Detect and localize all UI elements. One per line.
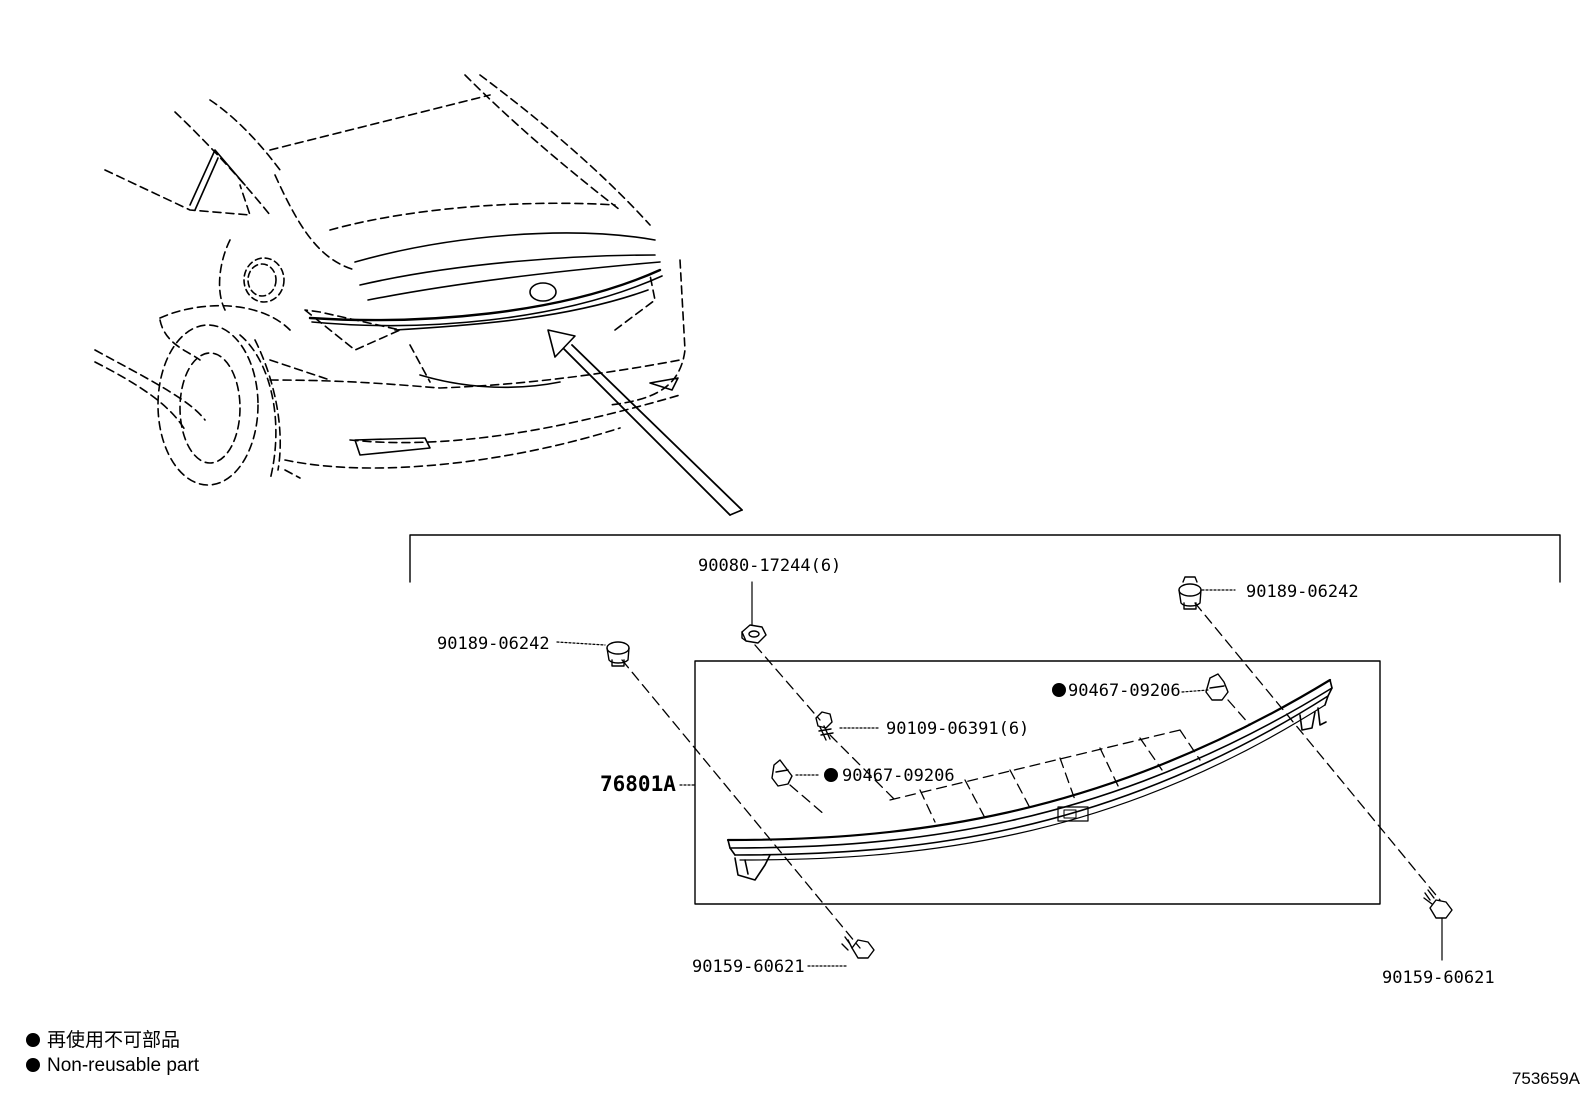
callout-clip-left: 90189-06242	[437, 634, 550, 654]
callout-clip-upper-right: 90189-06242	[1246, 582, 1359, 602]
callout-garnish-76801A: 76801A	[600, 772, 676, 796]
screw-right-icon	[1423, 889, 1453, 919]
legend-dot-icon	[26, 1033, 40, 1047]
callout-screw-right: 90159-60621	[1382, 968, 1495, 988]
non-reusable-dot-lower	[824, 768, 838, 782]
legend-dot-icon	[26, 1058, 40, 1072]
clip-left-icon	[606, 641, 630, 667]
retainer-lower-icon	[771, 759, 793, 787]
assembly-leader-lines	[621, 602, 1441, 949]
legend-jp-label: 再使用不可部品	[47, 1030, 181, 1051]
callout-bolt-90109-06391: 90109-06391(6)	[886, 719, 1030, 739]
callout-retainer-upper: 90467-09206	[1068, 681, 1181, 701]
non-reusable-dot-upper	[1052, 683, 1066, 697]
nut-icon	[741, 624, 767, 644]
assembly-bracket	[409, 534, 1561, 583]
legend-en: Non-reusable part	[26, 1055, 199, 1077]
bolt-icon	[815, 711, 834, 741]
screw-left-icon	[841, 936, 875, 959]
retainer-upper-icon	[1205, 673, 1229, 701]
garnish-subassembly-box	[694, 660, 1381, 905]
car-rear-illustration	[94, 74, 686, 486]
clip-upper-right-icon	[1178, 576, 1202, 610]
luggage-compartment-garnish	[726, 678, 1333, 881]
drawing-number: 753659A	[1511, 1069, 1580, 1088]
callout-screw-left: 90159-60621	[692, 957, 805, 977]
locator-arrow	[547, 329, 743, 516]
legend-jp: 再使用不可部品	[26, 1030, 180, 1052]
callout-nut-90080-17244: 90080-17244(6)	[698, 556, 842, 576]
label-leader-lines	[556, 581, 1443, 967]
legend-en-label: Non-reusable part	[47, 1055, 200, 1076]
callout-retainer-lower: 90467-09206	[842, 766, 955, 786]
